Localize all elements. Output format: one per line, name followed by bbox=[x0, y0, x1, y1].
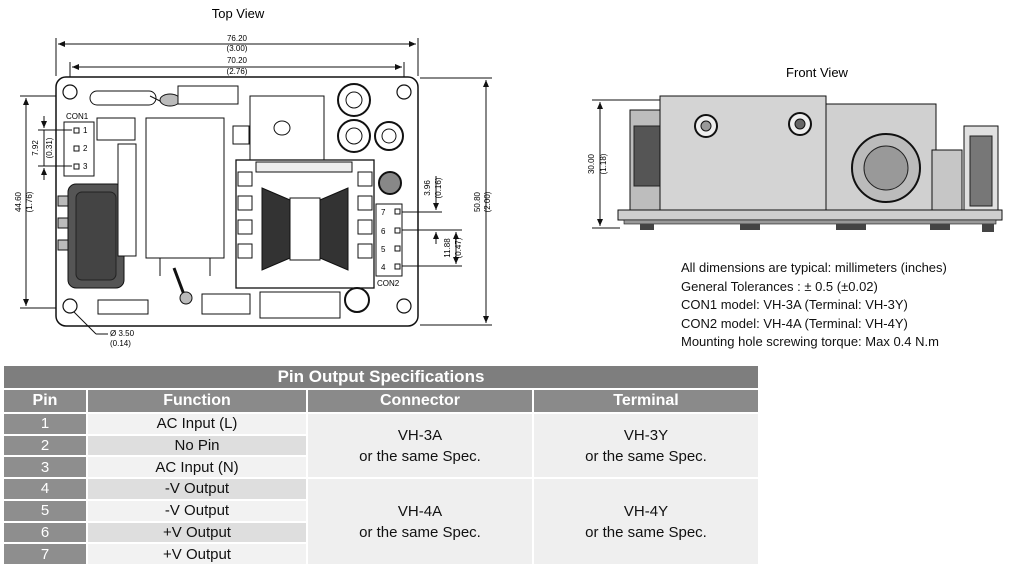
connector-model: VH-4A bbox=[397, 502, 443, 520]
header-pin: Pin bbox=[4, 390, 86, 412]
pin-function: +V Output bbox=[88, 544, 306, 564]
table-row: 6 +V Output bbox=[4, 522, 758, 543]
terminal-note: or the same Spec. bbox=[585, 447, 707, 465]
front-view-title: Front View bbox=[786, 65, 849, 80]
con2-pin-7: 7 bbox=[381, 208, 386, 217]
table-row: 7 +V Output bbox=[4, 544, 758, 564]
pin-function: No Pin bbox=[88, 435, 306, 456]
connector-cell: VH-4A or the same Spec. bbox=[308, 479, 532, 564]
header-terminal: Terminal bbox=[534, 390, 758, 412]
note-line: Mounting hole screwing torque: Max 0.4 N… bbox=[681, 334, 939, 350]
table-row: 2 No Pin bbox=[4, 435, 758, 456]
con1-pin-2: 2 bbox=[83, 144, 88, 153]
con1-pin-3: 3 bbox=[83, 162, 88, 171]
connector-cell: VH-3A or the same Spec. bbox=[308, 414, 532, 478]
pin-number: 1 bbox=[4, 414, 86, 434]
dim-pitch-con2-in: (0.16) bbox=[434, 177, 443, 198]
dim-width-inner-in: (2.76) bbox=[227, 67, 248, 76]
pin-number: 6 bbox=[4, 522, 86, 543]
dim-pitch-con1-in: (0.31) bbox=[45, 137, 54, 158]
note-line: All dimensions are typical: millimeters … bbox=[681, 260, 947, 275]
pin-function: AC Input (L) bbox=[88, 414, 306, 434]
dimension-notes: All dimensions are typical: millimeters … bbox=[681, 259, 947, 352]
dim-pitch-con1: 7.92 bbox=[31, 140, 40, 156]
terminal-cell: VH-4Y or the same Spec. bbox=[534, 479, 758, 564]
con2-label: CON2 bbox=[377, 279, 400, 288]
pin-number: 5 bbox=[4, 500, 86, 521]
top-view-title: Top View bbox=[212, 6, 265, 21]
note-line: CON1 model: VH-3A (Terminal: VH-3Y) bbox=[681, 297, 908, 313]
table-row: 3 AC Input (N) bbox=[4, 457, 758, 478]
con2-pin-5: 5 bbox=[381, 245, 386, 254]
dim-span-con2-in: (0.47) bbox=[454, 237, 463, 258]
pin-function: AC Input (N) bbox=[88, 457, 306, 478]
front-view-drawing: Front View 30.00 (1.18) bbox=[587, 65, 1003, 232]
dim-front-height-in: (1.18) bbox=[599, 153, 608, 174]
pin-function: -V Output bbox=[88, 479, 306, 499]
terminal-model: VH-4Y bbox=[623, 502, 669, 520]
dim-height-right-in: (2.00) bbox=[483, 191, 492, 212]
table-row: 1 AC Input (L) VH-3A or the same Spec. V… bbox=[4, 414, 758, 478]
dim-span-con2: 11.88 bbox=[443, 238, 452, 258]
dim-width-outer-in: (3.00) bbox=[227, 44, 248, 53]
header-connector: Connector bbox=[308, 390, 532, 412]
note-line: CON2 model: VH-4A (Terminal: VH-4Y) bbox=[681, 315, 908, 331]
dim-height-right: 50.80 bbox=[473, 191, 482, 212]
connector-note: or the same Spec. bbox=[359, 523, 481, 541]
top-view-drawing: Top View 76.20 (3.00) 70.20 (2.76) 44.60… bbox=[14, 6, 492, 348]
pin-function: -V Output bbox=[88, 500, 306, 521]
header-function: Function bbox=[88, 390, 306, 412]
pin-output-table: Pin Output Specifications Pin Function C… bbox=[2, 364, 760, 566]
dim-hole: Ø 3.50 bbox=[110, 329, 135, 338]
dim-front-height: 30.00 bbox=[587, 153, 596, 174]
dim-pitch-con2: 3.96 bbox=[423, 180, 432, 196]
pin-number: 3 bbox=[4, 457, 86, 478]
con2-pin-4: 4 bbox=[381, 263, 386, 272]
dim-height-left-in: (1.76) bbox=[25, 191, 34, 212]
pin-number: 7 bbox=[4, 544, 86, 564]
con1-label: CON1 bbox=[66, 112, 89, 121]
table-title: Pin Output Specifications bbox=[4, 366, 758, 388]
dim-width-inner: 70.20 bbox=[227, 56, 248, 65]
dim-width-outer: 76.20 bbox=[227, 34, 248, 43]
dim-hole-in: (0.14) bbox=[110, 339, 131, 348]
table-row: 5 -V Output bbox=[4, 500, 758, 521]
con1-pin-1: 1 bbox=[83, 126, 88, 135]
connector-note: or the same Spec. bbox=[359, 447, 481, 465]
terminal-note: or the same Spec. bbox=[585, 523, 707, 541]
pin-number: 2 bbox=[4, 435, 86, 456]
pin-number: 4 bbox=[4, 479, 86, 499]
connector-model: VH-3A bbox=[397, 426, 443, 444]
terminal-model: VH-3Y bbox=[623, 426, 669, 444]
table-row: 4 -V Output VH-4A or the same Spec. VH-4… bbox=[4, 479, 758, 564]
dim-height-left: 44.60 bbox=[14, 191, 23, 212]
con2-pin-6: 6 bbox=[381, 227, 386, 236]
note-line: General Tolerances : ± 0.5 (±0.02) bbox=[681, 278, 878, 294]
pin-function: +V Output bbox=[88, 522, 306, 543]
terminal-cell: VH-3Y or the same Spec. bbox=[534, 414, 758, 478]
